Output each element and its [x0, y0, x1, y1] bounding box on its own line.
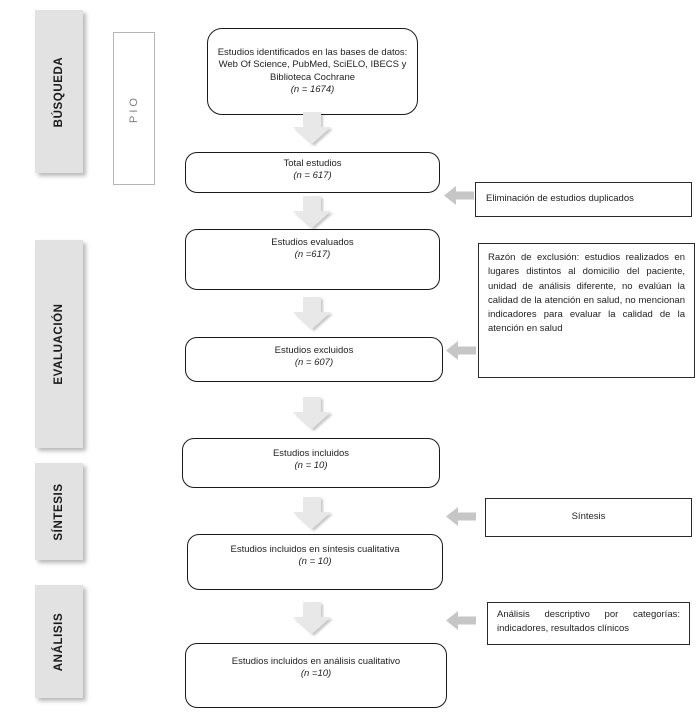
- flow-box-analisis-cualitativo: Estudios incluidos en análisis cualitati…: [185, 643, 447, 708]
- note-razon-exclusion: Razón de exclusión: estudios realizados …: [478, 243, 695, 378]
- pio-label: PIO: [128, 94, 140, 123]
- stage-busqueda-label: BÚSQUEDA: [53, 56, 65, 127]
- note-sintesis: Síntesis: [485, 498, 692, 537]
- flow-box-sintesis-cualitativa-n: (n = 10): [298, 556, 332, 568]
- note-eliminacion-duplicados: Eliminación de estudios duplicados: [475, 182, 692, 217]
- stage-busqueda: BÚSQUEDA: [35, 10, 83, 173]
- down-arrow-icon: [293, 497, 331, 529]
- left-arrow-icon: [446, 507, 476, 526]
- flow-box-evaluados: Estudios evaluados (n =617): [185, 229, 440, 290]
- flow-box-incluidos-text: Estudios incluidos: [272, 448, 350, 459]
- flow-box-incluidos-n: (n = 10): [294, 460, 328, 472]
- flow-box-excluidos-n: (n = 607): [294, 357, 334, 369]
- down-arrow-icon: [293, 112, 331, 144]
- flow-box-total: Total estudios (n = 617): [185, 152, 440, 193]
- note-sintesis-text: Síntesis: [571, 511, 606, 523]
- down-arrow-icon: [293, 397, 331, 429]
- down-arrow-icon: [293, 602, 331, 634]
- flow-box-sintesis-cualitativa-text: Estudios incluidos en síntesis cualitati…: [230, 544, 400, 555]
- stage-evaluacion-label: EVALUACIÓN: [53, 303, 65, 385]
- flow-box-total-text: Total estudios: [283, 158, 342, 169]
- flow-box-excluidos-text: Estudios excluidos: [274, 345, 354, 356]
- left-arrow-icon: [446, 611, 476, 630]
- flow-box-total-n: (n = 617): [293, 170, 332, 182]
- stage-analisis: ANÁLISIS: [35, 585, 83, 698]
- flow-box-sintesis-cualitativa: Estudios incluidos en síntesis cualitati…: [187, 534, 443, 590]
- stage-analisis-label: ANÁLISIS: [53, 612, 65, 671]
- flow-box-identificados: Estudios identificados en las bases de d…: [207, 28, 418, 115]
- note-eliminacion-duplicados-text: Eliminación de estudios duplicados: [486, 193, 634, 205]
- flow-box-analisis-cualitativo-n: (n =10): [300, 668, 332, 680]
- note-analisis-descriptivo: Análisis descriptivo por categorías: ind…: [487, 602, 690, 645]
- note-razon-exclusion-text: Razón de exclusión: estudios realizados …: [488, 252, 685, 335]
- down-arrow-icon: [293, 196, 331, 228]
- flow-box-evaluados-n: (n =617): [294, 249, 331, 261]
- flow-box-excluidos: Estudios excluidos (n = 607): [185, 337, 443, 382]
- stage-sintesis: SÍNTESIS: [35, 463, 83, 560]
- stage-evaluacion: EVALUACIÓN: [35, 240, 83, 448]
- stage-sintesis-label: SÍNTESIS: [53, 482, 65, 541]
- flow-box-identificados-n: (n = 1674): [290, 83, 335, 95]
- pio-box: PIO: [113, 32, 155, 185]
- flow-box-incluidos: Estudios incluidos (n = 10): [182, 438, 440, 488]
- left-arrow-icon: [444, 186, 474, 205]
- flow-box-evaluados-text: Estudios evaluados: [271, 237, 354, 248]
- left-arrow-icon: [446, 341, 476, 360]
- flow-box-analisis-cualitativo-text: Estudios incluidos en análisis cualitati…: [231, 656, 401, 667]
- flow-box-identificados-text: Estudios identificados en las bases de d…: [217, 46, 408, 83]
- note-analisis-descriptivo-text: Análisis descriptivo por categorías: ind…: [497, 609, 680, 635]
- down-arrow-icon: [293, 297, 331, 329]
